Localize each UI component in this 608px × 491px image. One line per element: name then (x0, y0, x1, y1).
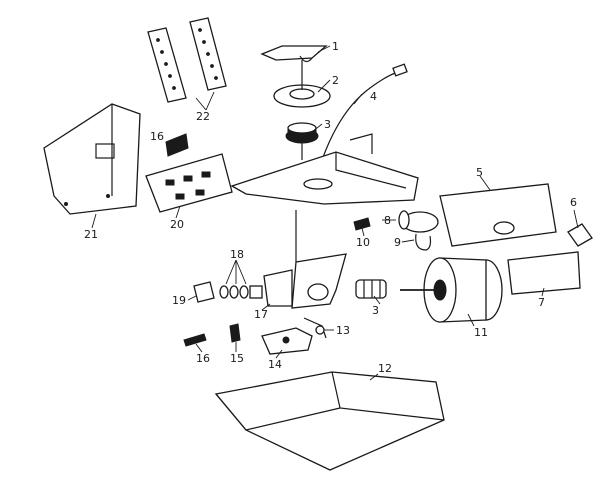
part-3-worm-gear (355, 279, 387, 299)
callout-1: 1 (332, 40, 339, 53)
callout-8: 8 (384, 214, 391, 227)
part-20-circuit-board (145, 153, 233, 213)
part-10-bracket (353, 217, 371, 231)
part-17-plate (263, 269, 293, 307)
part-3-drive-gear (285, 122, 319, 160)
part-16-bulb (183, 333, 207, 347)
callout-15: 15 (230, 352, 244, 365)
callout-2: 2 (332, 74, 339, 87)
callout-11: 11 (474, 326, 488, 339)
callout-12: 12 (378, 362, 392, 375)
part-16-lens (165, 133, 189, 157)
callout-16-upper: 16 (150, 130, 164, 143)
callout-21: 21 (84, 228, 98, 241)
callout-14: 14 (268, 358, 282, 371)
callout-5: 5 (476, 166, 483, 179)
callout-19: 19 (172, 294, 186, 307)
part-5-panel (439, 183, 557, 247)
callout-3-upper: 3 (324, 118, 331, 131)
chassis-plate (230, 133, 419, 205)
part-22-rail-straps (147, 17, 227, 103)
callout-4: 4 (370, 90, 377, 103)
callout-16-lower: 16 (196, 352, 210, 365)
gear-housing (291, 210, 347, 309)
part-2-washer (273, 60, 331, 108)
callout-10: 10 (356, 236, 370, 249)
part-7-box (507, 251, 581, 295)
part-1-top-bracket (260, 45, 328, 63)
part-6-cap (567, 223, 593, 247)
leader-lines (91, 45, 579, 381)
part-12-lens-tray (214, 371, 445, 471)
callout-6: 6 (570, 196, 577, 209)
part-21-cover (43, 103, 141, 215)
callout-3-lower: 3 (372, 304, 379, 317)
callout-labels: 1 2 3 3 4 5 6 7 8 9 10 11 12 13 14 15 16… (84, 40, 577, 375)
part-9-clip (415, 233, 432, 251)
part-15-clip (229, 323, 241, 343)
part-11-motor (400, 257, 503, 323)
part-19-knob (193, 281, 215, 303)
callout-13: 13 (336, 324, 350, 337)
callout-7: 7 (538, 296, 545, 309)
part-8-capacitor (398, 210, 439, 233)
callout-17: 17 (254, 308, 268, 321)
callout-9: 9 (394, 236, 401, 249)
callout-22: 22 (196, 110, 210, 123)
callout-18: 18 (230, 248, 244, 261)
part-14-switch-assembly (261, 327, 313, 355)
callout-20: 20 (170, 218, 184, 231)
part-4-cord (321, 63, 408, 161)
part-18-spacers (219, 285, 263, 299)
